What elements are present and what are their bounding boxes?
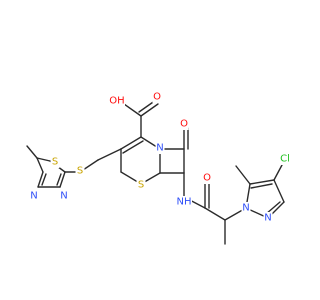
atom-label-s-td1: S [52,157,58,168]
atom-label-s-ring: S [138,180,144,191]
atom-label-background [241,202,251,214]
atom-label-background [50,156,60,168]
atom-label-background [152,91,162,103]
atom-label-background [179,118,189,130]
bond [140,103,159,117]
atom-label-background [59,190,69,202]
atom-label-n-td2: N [60,191,67,202]
bond-layer [26,99,285,245]
atom-label-nh: NH [177,197,192,208]
atom-label-s-link: S [77,166,83,177]
atom-label-background [155,142,165,154]
bond [122,140,144,154]
atom-label-n-td1: N [30,191,37,202]
bond [249,179,275,185]
atom-label-n-pz1: N [242,203,249,214]
bond [36,157,44,173]
atom-label-background [136,179,146,191]
bond [273,179,285,203]
atom-label-n-ring: N [156,143,163,154]
atom-label-oh: OH [109,96,124,107]
bond [123,103,142,117]
atom-label-background [202,172,212,184]
bond [97,148,122,161]
bond [41,173,47,186]
bond [59,171,66,188]
atom-label-background [109,95,125,107]
bond [235,165,251,185]
bond [36,157,51,162]
atom-label-cl: Cl [280,154,290,165]
atom-label-o-amide: O [203,173,211,184]
bond [26,145,38,159]
bond [204,207,226,221]
atom-label-background [277,153,293,165]
atom-label-n-pz2: N [264,213,271,224]
bond [120,136,142,150]
atom-label-background [29,190,39,202]
bond [250,183,273,189]
atom-label-background [263,212,273,224]
bond [273,164,283,181]
atom-label-background [176,196,192,208]
atom-label-background [75,165,85,177]
bond [37,171,44,188]
atom-label-o-acid: O [153,92,161,103]
atom-label-o-lactam: O [180,119,188,130]
bond [56,173,62,186]
